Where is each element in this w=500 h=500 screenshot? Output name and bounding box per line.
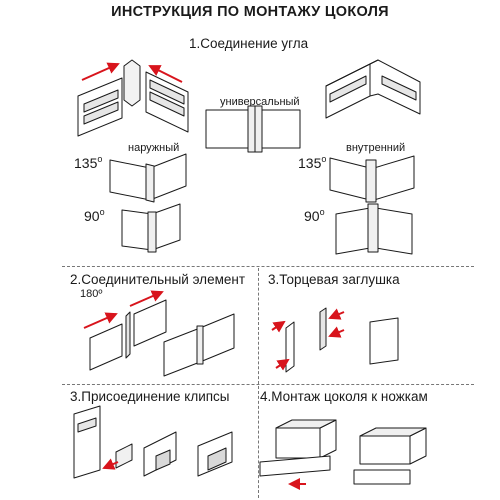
angle-135-inner: 135о [298,154,327,171]
universal-connector-illustration [205,105,301,153]
inner-corner-label: внутренний [346,142,406,154]
corner-assembly-illustration [77,59,189,137]
legs-illustration [259,419,427,490]
clips-illustration [73,405,233,479]
section-corner-heading: 1.Соединение угла [189,36,309,51]
end-cap-illustration [271,307,399,373]
section-divider-middle-vertical [258,268,259,384]
section-connector-heading: 2.Соединительный элемент [70,272,245,287]
section-legs-heading: 4.Монтаж цоколя к ножкам [260,389,428,404]
inner-135-illustration [329,155,415,203]
page-title: ИНСТРУКЦИЯ ПО МОНТАЖУ ЦОКОЛЯ [111,4,389,20]
angle-135-outer: 135о [74,154,103,171]
section-clips-heading: 3.Присоединение клипсы [70,389,230,404]
connector-angle-label: 180º [80,288,103,300]
section-end-cap-heading: 3.Торцевая заглушка [268,272,400,287]
angle-90-outer: 90о [84,207,105,224]
connector-element-illustration [83,290,235,377]
corner-inner-3d-illustration [325,59,421,119]
inner-90-illustration [335,203,413,255]
section-divider-top [62,266,474,267]
angle-90-inner: 90о [304,207,325,224]
outer-135-illustration [109,153,187,203]
outer-corner-label: наружный [128,142,180,154]
section-divider-bottom-vertical [258,386,259,498]
section-divider-bottom [62,384,474,385]
universal-label: универсальный [220,96,300,108]
outer-90-illustration [121,203,181,253]
